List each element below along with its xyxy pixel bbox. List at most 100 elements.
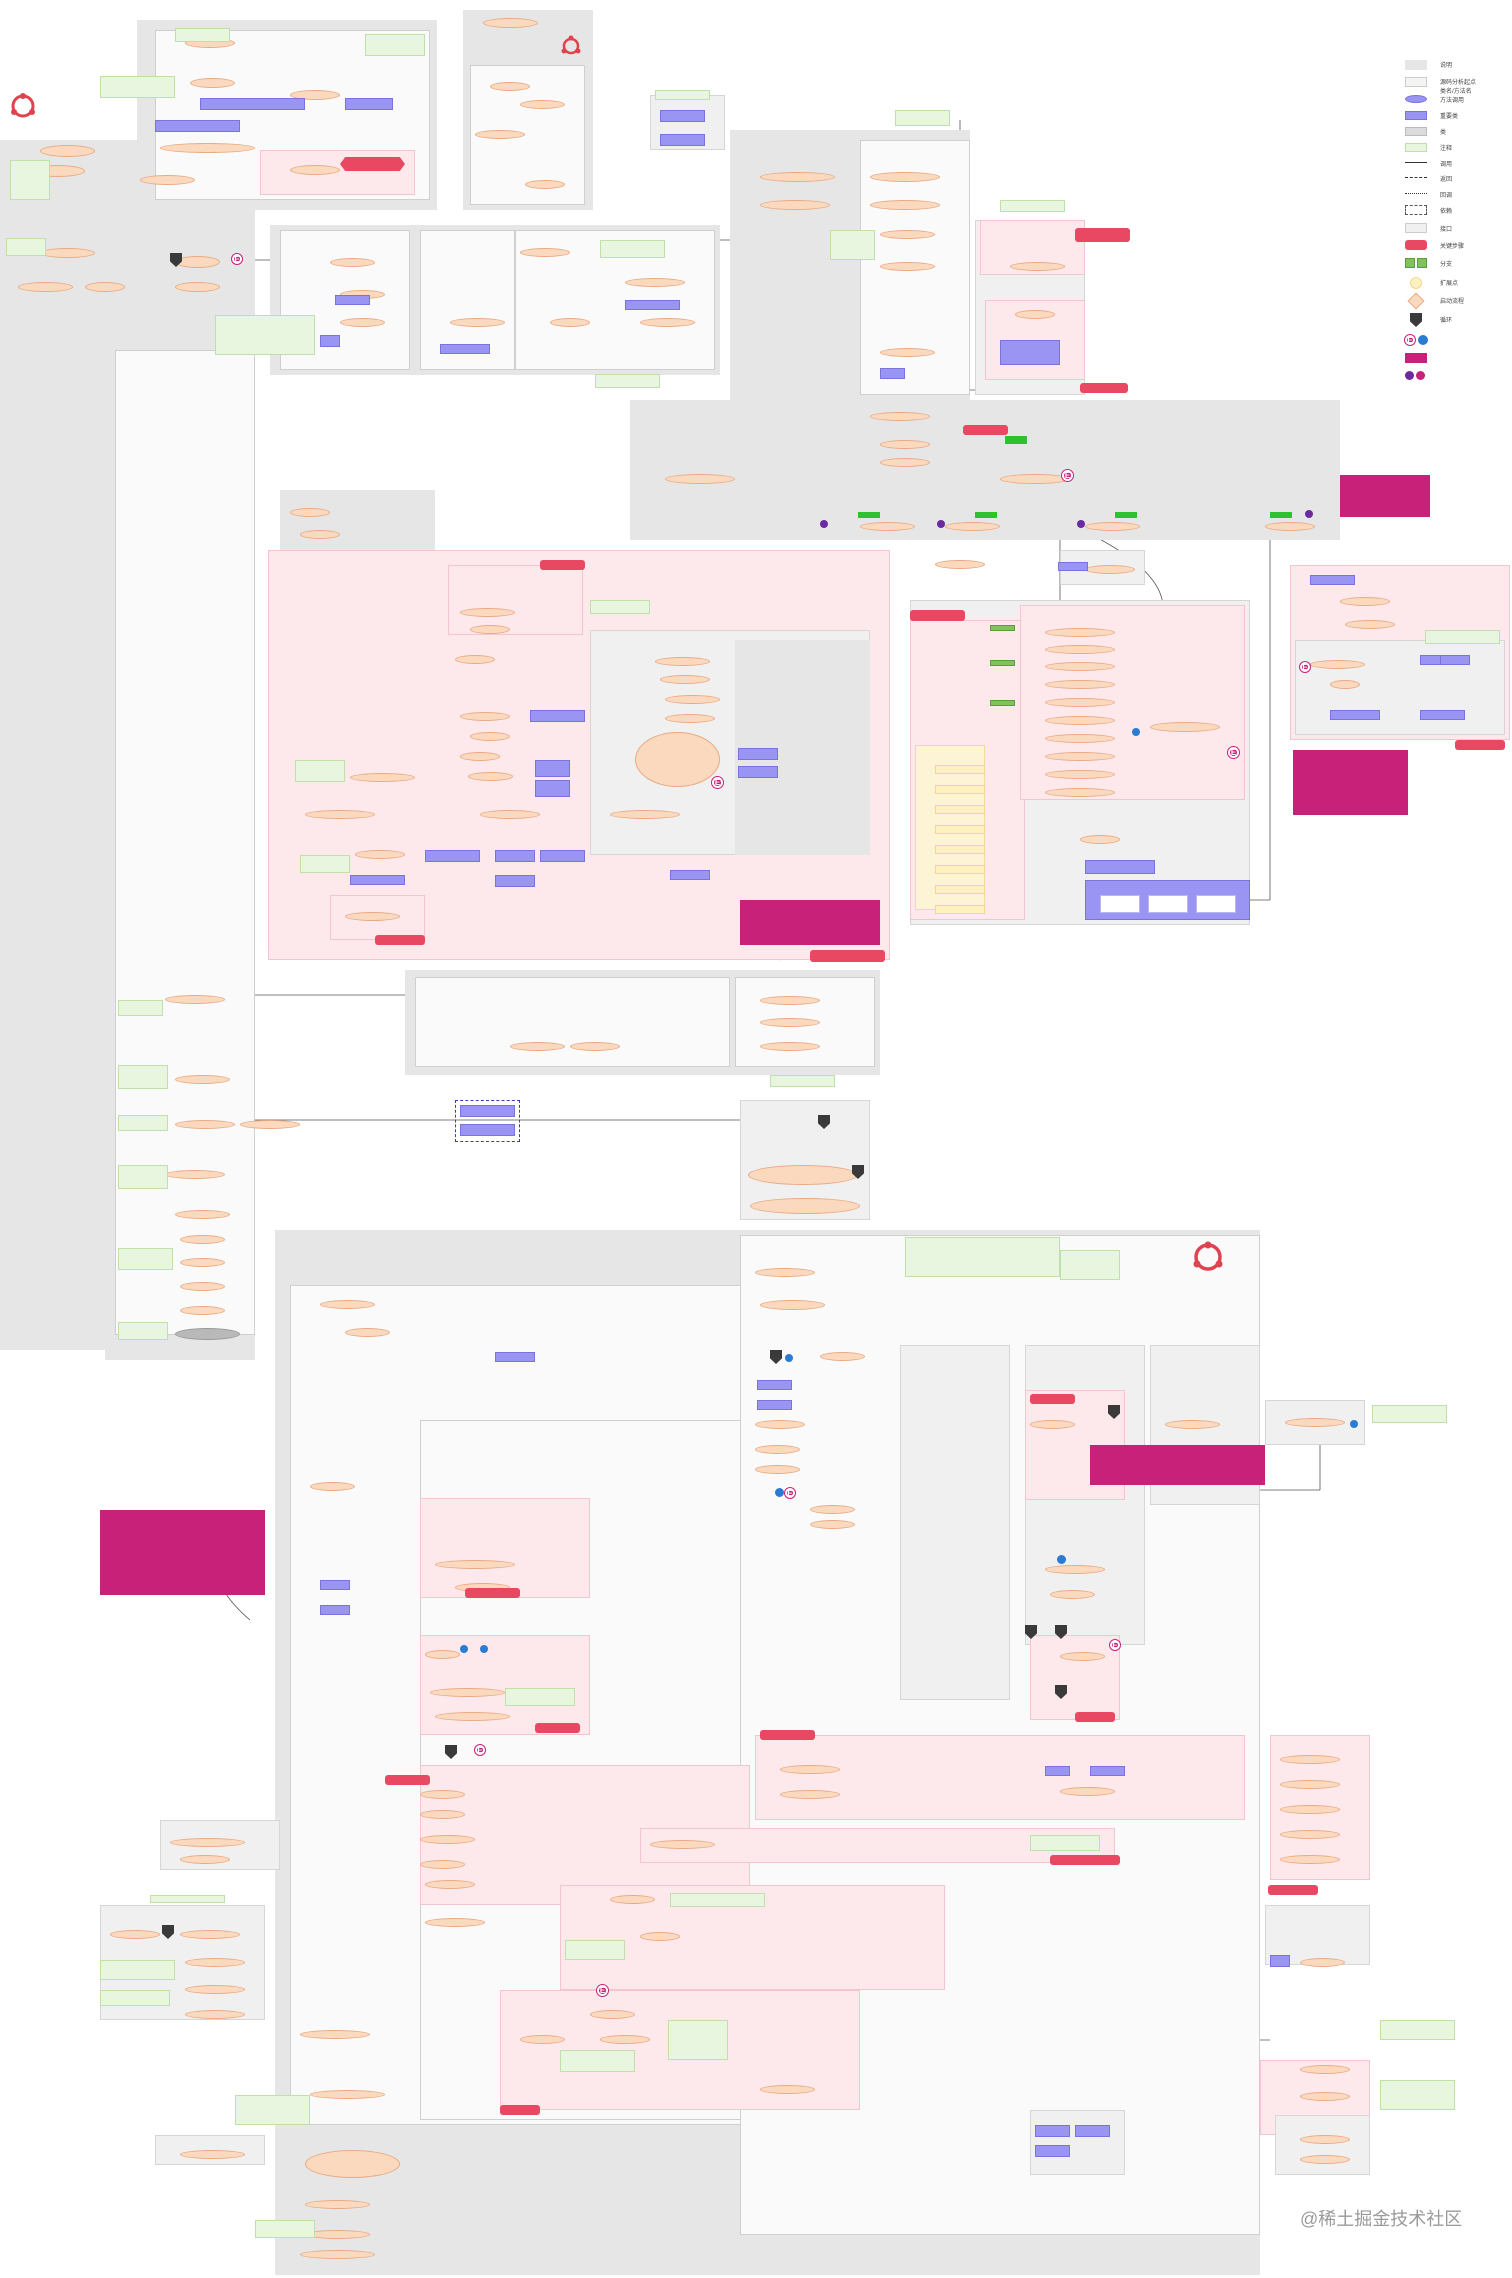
node-oval (1165, 1420, 1220, 1429)
inner-box (1196, 895, 1236, 913)
legend-swatch (1405, 205, 1427, 215)
class-box (155, 120, 240, 132)
note-box (560, 2050, 635, 2072)
class-box (440, 344, 490, 354)
note-box (365, 34, 425, 56)
note-box (1425, 630, 1500, 644)
node-oval (780, 1765, 840, 1774)
node-oval (480, 810, 540, 819)
note-box (600, 240, 665, 258)
legend-label: 调用 (1440, 162, 1453, 168)
legend-swatch (1405, 95, 1427, 103)
node-oval (305, 2200, 370, 2209)
node-oval (355, 850, 405, 859)
dashed-box (455, 1100, 520, 1142)
legend-swatch (1405, 177, 1427, 178)
node-oval (510, 1042, 565, 1051)
node-oval (660, 675, 710, 684)
legend-label: 循环 (1440, 318, 1453, 324)
shield-icon (852, 1165, 864, 1179)
node-oval (1300, 1958, 1345, 1967)
node-oval (1045, 1565, 1105, 1574)
node-oval (1285, 1418, 1345, 1427)
region-bean-wrapper (155, 2135, 265, 2165)
note-box (150, 1895, 225, 1903)
node-oval (240, 1120, 300, 1129)
e-marker-icon: E (1062, 470, 1073, 481)
node-oval (760, 172, 835, 182)
node-oval (810, 1505, 855, 1514)
marker-icon (1350, 1420, 1358, 1428)
legend-label: 关键步骤 (1440, 244, 1465, 250)
list-item (935, 765, 985, 774)
node-oval (170, 1838, 245, 1847)
red-tag (1075, 228, 1130, 242)
note-box (565, 1940, 625, 1960)
node-oval (1045, 698, 1115, 707)
note-box (590, 600, 650, 614)
note-box (255, 2220, 315, 2238)
note-box (668, 2020, 728, 2060)
class-box (757, 1380, 792, 1390)
node-oval (520, 100, 565, 109)
node-oval (1045, 628, 1115, 637)
e-marker-icon: E (597, 1985, 608, 1996)
watermark: @稀土掘金技术社区 (1300, 2209, 1463, 2229)
node-oval (460, 752, 500, 761)
legend-label: 重要类 (1440, 114, 1459, 120)
node-oval (1045, 645, 1115, 654)
node-oval (755, 1445, 800, 1454)
code-snippet (1090, 1445, 1265, 1485)
node-oval (1045, 752, 1115, 761)
node-oval (520, 248, 570, 257)
region-bean-definition-builder (1295, 640, 1505, 735)
note-box (118, 1322, 168, 1340)
legend-label: 源码分析起点 类名/方法名 (1440, 80, 1477, 95)
node-oval (420, 1810, 465, 1819)
region-namespace-resolver (280, 490, 435, 550)
node-oval (140, 175, 195, 185)
legend-label: 返回 (1440, 177, 1453, 183)
red-tag (760, 1730, 815, 1740)
marker-icon (1132, 728, 1140, 736)
note-box (235, 2095, 310, 2125)
red-tag (375, 935, 425, 945)
node-oval-large (635, 732, 720, 787)
shield-icon (1025, 1625, 1037, 1639)
note-box (118, 1000, 163, 1016)
node-oval (780, 1790, 840, 1799)
node-oval (655, 657, 710, 666)
class-box (1075, 2125, 1110, 2137)
code-snippet (100, 1510, 265, 1595)
node-oval (748, 1165, 858, 1185)
node-oval (185, 2010, 245, 2019)
node-oval (160, 143, 255, 153)
node-oval (1345, 620, 1395, 629)
node-oval (310, 2090, 385, 2099)
class-box (625, 300, 680, 310)
node-oval (640, 318, 695, 327)
node-oval (1045, 770, 1115, 779)
class-box (320, 1580, 350, 1590)
node-oval (760, 996, 820, 1005)
node-oval (165, 995, 225, 1004)
class-box (757, 1400, 792, 1410)
e-marker-icon: E (1228, 747, 1239, 758)
node-oval (310, 1482, 355, 1491)
legend-swatch (1405, 353, 1427, 363)
region-highlight (448, 565, 583, 635)
region-highlight (420, 1498, 590, 1598)
node-oval-end (175, 1328, 240, 1340)
list-item (935, 825, 985, 834)
class-box (660, 134, 705, 146)
red-tag (465, 1588, 520, 1598)
node-oval (755, 1420, 805, 1429)
class-box (1270, 1955, 1290, 1967)
node-oval (425, 1918, 485, 1927)
note-box (295, 760, 345, 782)
node-oval (880, 348, 935, 357)
class-box (535, 760, 570, 777)
node-oval (180, 1306, 225, 1315)
list-item (935, 885, 985, 894)
legend-label: 注释 (1440, 146, 1453, 152)
